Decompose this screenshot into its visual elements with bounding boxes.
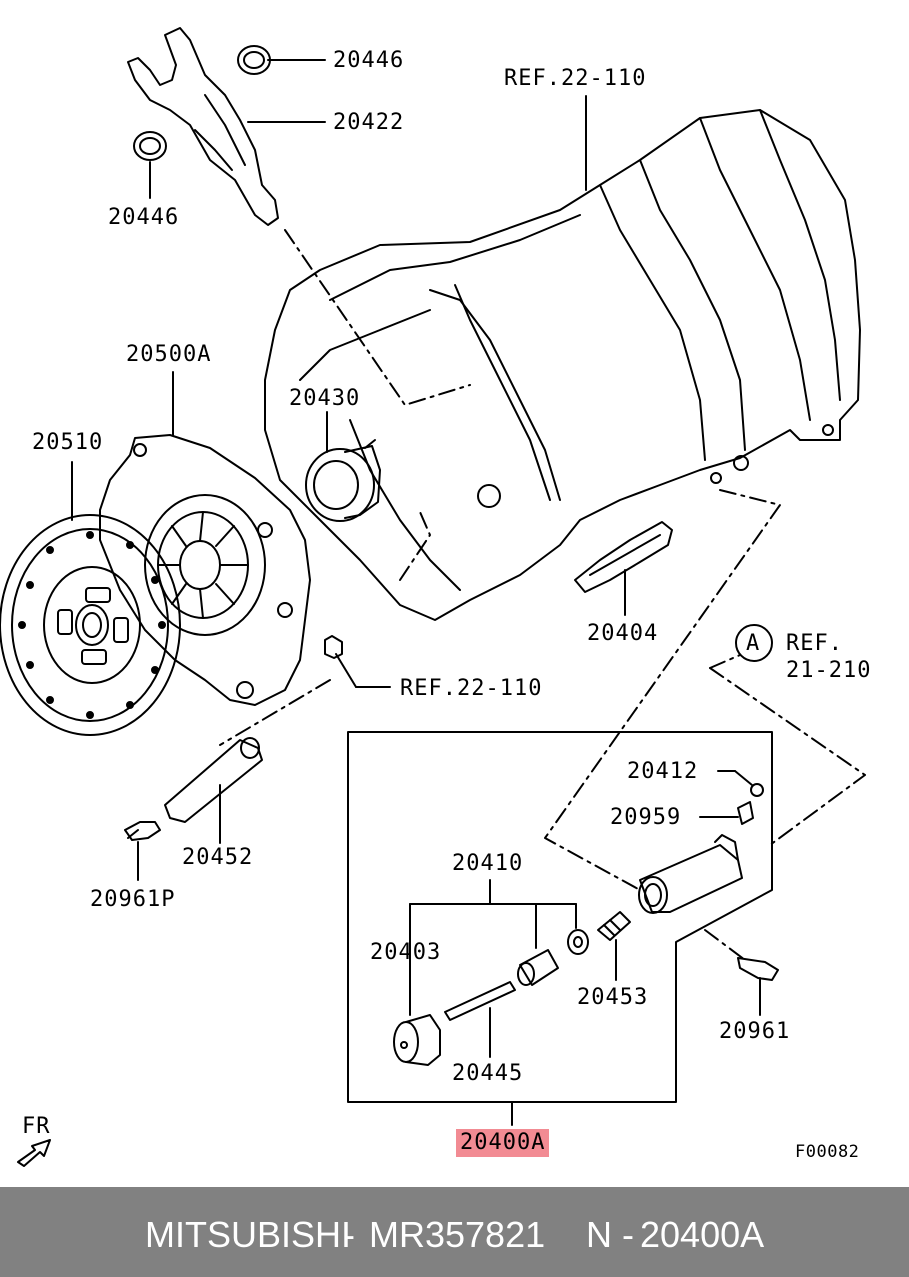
figure-code: F00082 [795, 1142, 860, 1162]
label-ref-22-110-mid: REF.22-110 [400, 676, 543, 701]
label-ref-21-210-line1: REF. [786, 631, 843, 656]
label-20961: 20961 [719, 1019, 791, 1044]
footer-n-separator: - [622, 1214, 634, 1255]
clutch-cover [99, 434, 311, 706]
exploded-parts-diagram [0, 27, 866, 1167]
label-20961P: 20961P [90, 887, 176, 912]
transmission-housing [264, 109, 861, 659]
circle-a-marker [735, 624, 773, 662]
leader-lines [71, 59, 761, 1126]
alignment-lines [219, 229, 866, 961]
washer [567, 929, 589, 955]
label-ref-22-110-top: REF.22-110 [504, 66, 647, 91]
label-20400A-highlighted[interactable]: 20400A [456, 1129, 550, 1157]
clutch-disc [0, 514, 181, 736]
label-20959: 20959 [610, 805, 682, 830]
spring-20453 [597, 911, 631, 941]
footer-separator: - [343, 1214, 355, 1255]
label-20500A: 20500A [126, 342, 212, 367]
bleeder-screw-20959 [737, 801, 754, 825]
label-ref-21-210-line2: 21-210 [786, 658, 872, 683]
footer-n-label: N [586, 1214, 612, 1255]
boot-20403 [393, 1014, 441, 1066]
label-20452: 20452 [182, 845, 254, 870]
label-20445: 20445 [452, 1061, 524, 1086]
label-20412: 20412 [627, 759, 699, 784]
slave-cylinder-assembly-box [347, 731, 773, 1103]
piston [517, 949, 559, 986]
push-rod-20445 [444, 981, 516, 1021]
label-20430: 20430 [289, 386, 361, 411]
cap-20412 [750, 783, 764, 797]
label-20446-top: 20446 [333, 48, 405, 73]
footer-part-number: MR357821 [369, 1214, 546, 1255]
label-20404: 20404 [587, 621, 659, 646]
part-info-footer: MITSUBISHI - MR357821 N - 20400A [0, 1187, 909, 1277]
label-20422: 20422 [333, 110, 405, 135]
release-bearing [305, 439, 381, 522]
label-20446-left: 20446 [108, 205, 180, 230]
footer-brand: MITSUBISHI [145, 1214, 352, 1255]
slave-cylinder-body [638, 834, 743, 914]
boot-20446-left [133, 131, 167, 161]
label-20403: 20403 [370, 940, 442, 965]
pivot-pin-20452 [164, 737, 263, 823]
label-20410: 20410 [452, 851, 524, 876]
clutch-release-fork [127, 27, 279, 226]
boot-20446-top [237, 45, 271, 75]
label-fr: FR [22, 1114, 51, 1139]
bracket-20404 [574, 521, 673, 593]
front-arrow-icon [17, 1139, 51, 1167]
bolt-20961P [124, 821, 161, 841]
label-20510: 20510 [32, 430, 104, 455]
bolt-20961 [737, 957, 779, 981]
footer-n-value: 20400A [640, 1214, 765, 1255]
label-20453: 20453 [577, 985, 649, 1010]
label-circle-a: A [746, 631, 761, 656]
